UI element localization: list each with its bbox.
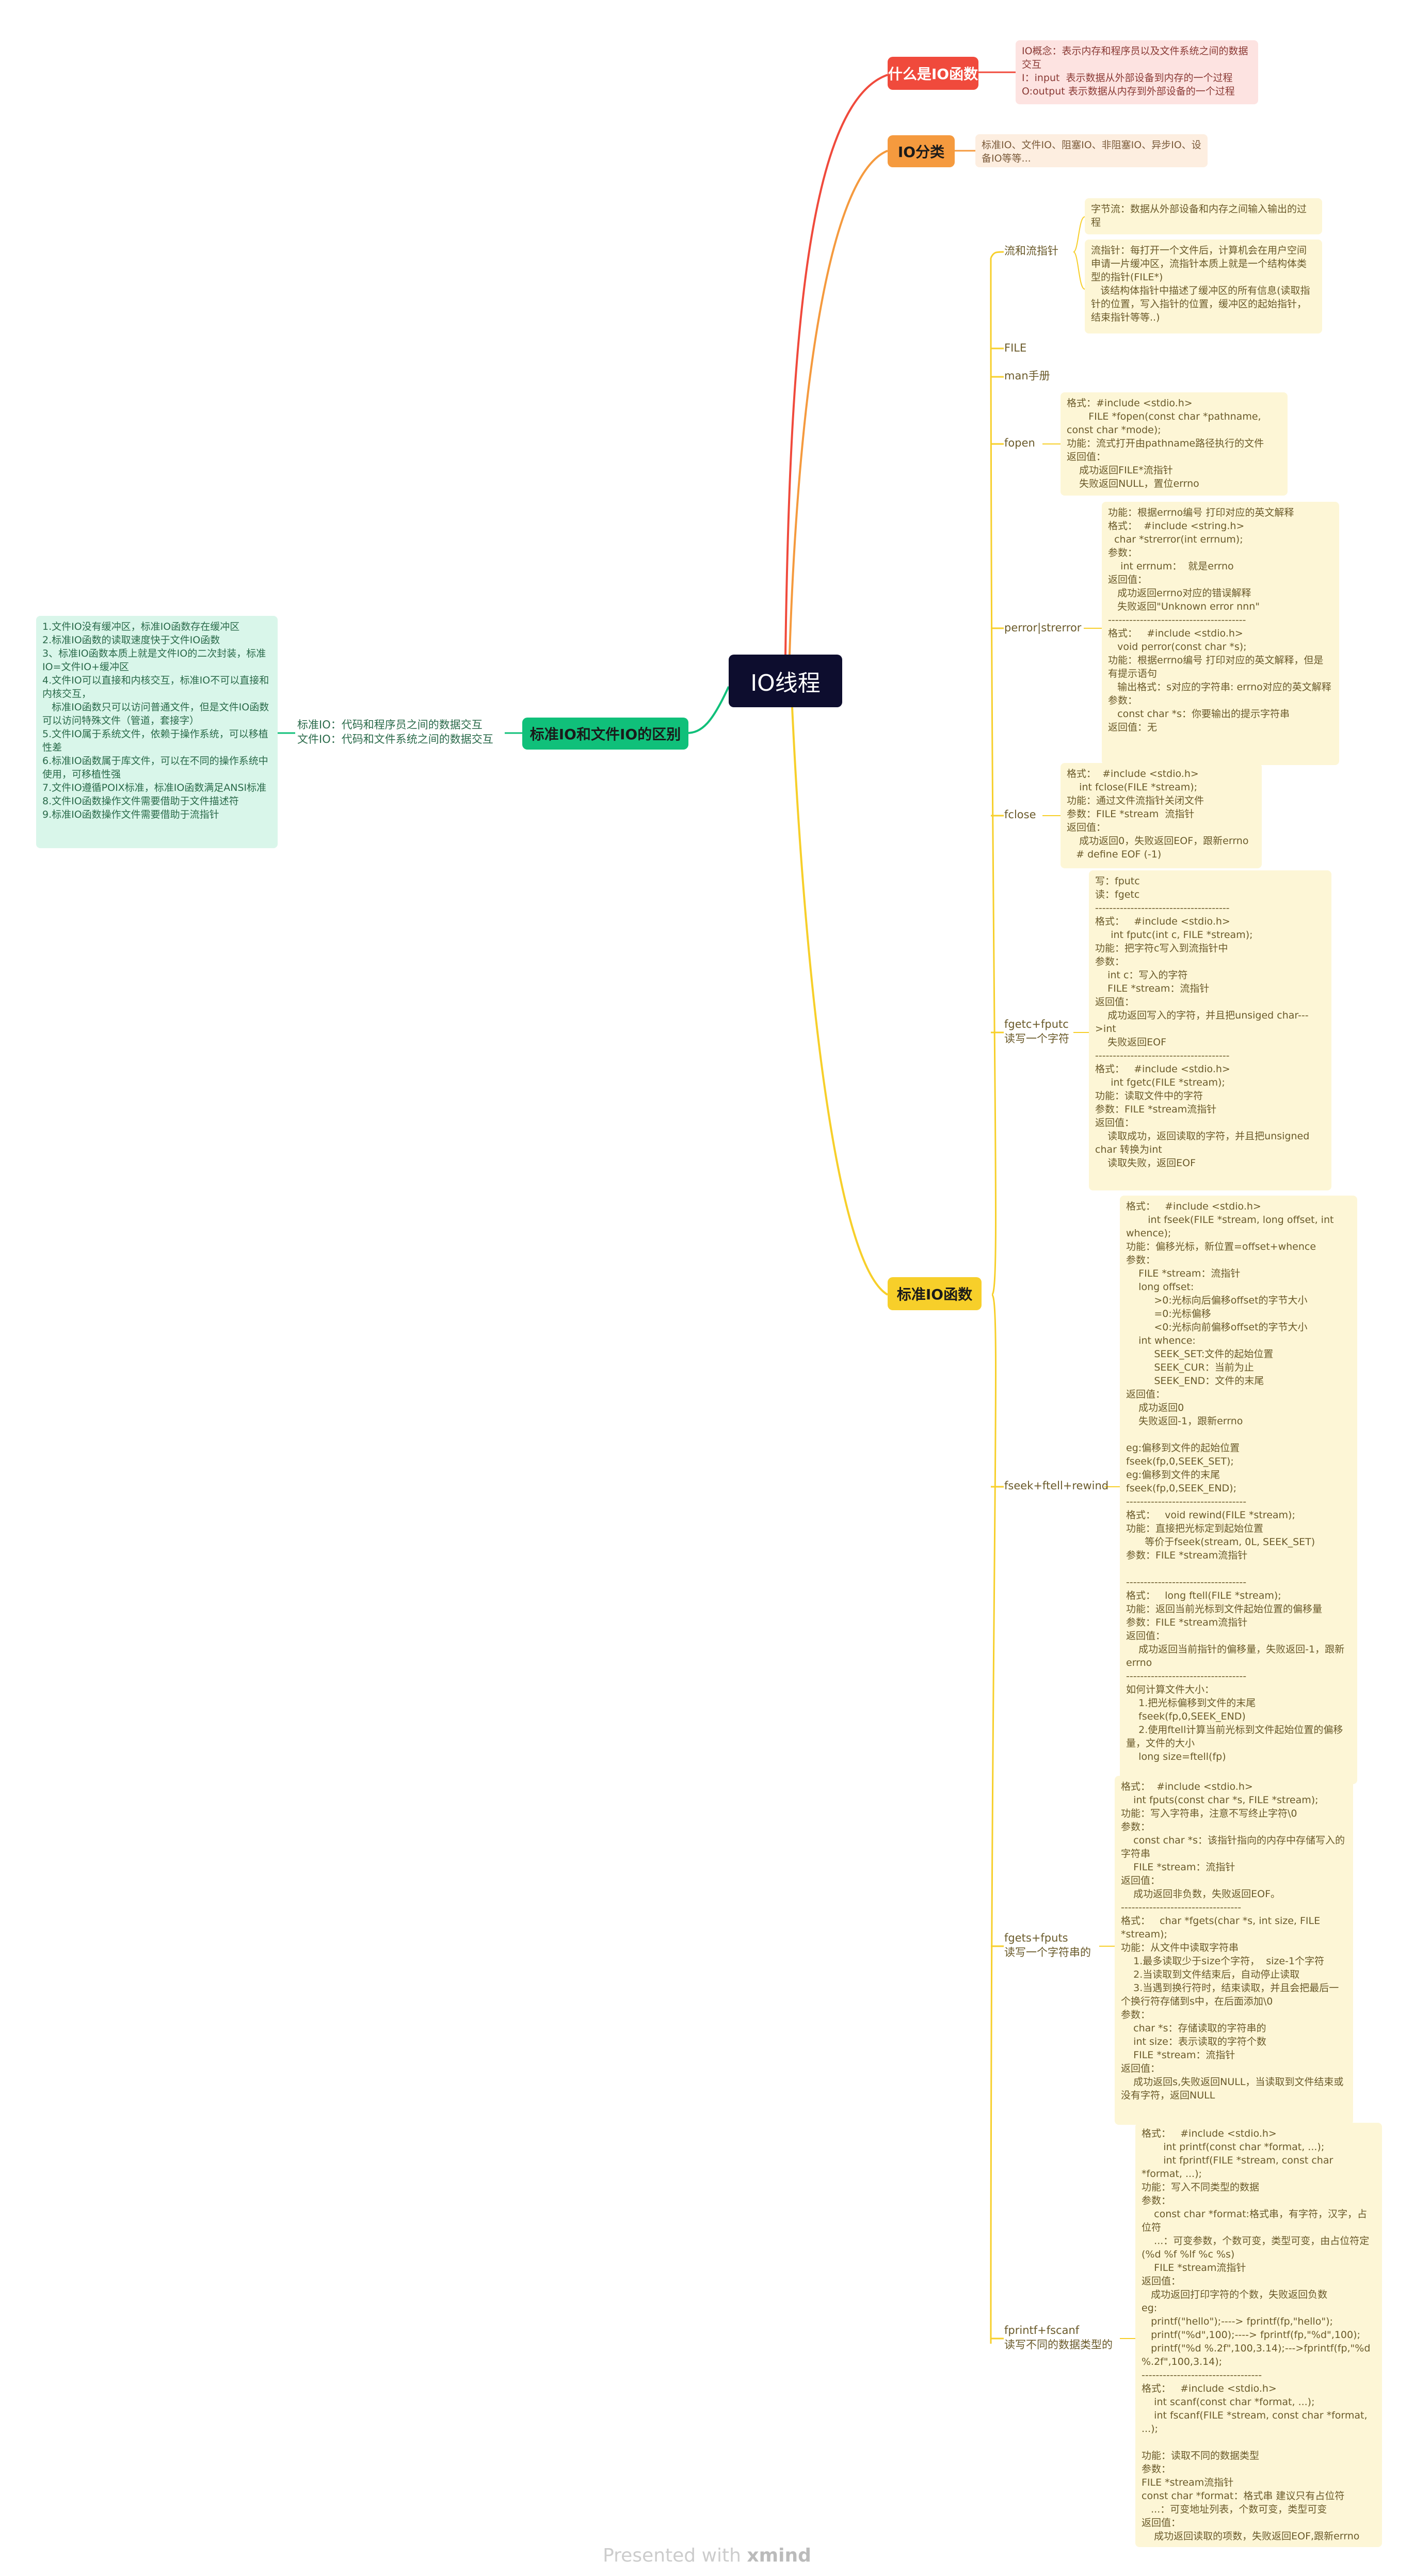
note-what-is-io: IO概念：表示内存和程序员以及文件系统之间的数据交互 I：input 表示数据从… bbox=[1016, 40, 1258, 104]
note-perror-strerror: 功能：根据errno编号 打印对应的英文解释 格式： #include <str… bbox=[1102, 502, 1339, 765]
diff-summary: 标准IO：代码和程序员之间的数据交互 文件IO：代码和文件系统之间的数据交互 bbox=[297, 719, 493, 745]
item-fclose[interactable]: fclose bbox=[1004, 808, 1036, 821]
note-fprintf-fscanf: 格式： #include <stdio.h> int printf(const … bbox=[1135, 2123, 1382, 2547]
item-fopen[interactable]: fopen bbox=[1004, 437, 1035, 449]
note-fseek-ftell-rewind: 格式： #include <stdio.h> int fseek(FILE *s… bbox=[1120, 1196, 1357, 1784]
note-fopen: 格式：#include <stdio.h> FILE *fopen(const … bbox=[1060, 392, 1288, 496]
item-fseek-ftell-rewind[interactable]: fseek+ftell+rewind bbox=[1004, 1480, 1109, 1492]
branch-io-category[interactable]: IO分类 bbox=[888, 135, 955, 167]
item-perror-strerror[interactable]: perror|strerror bbox=[1004, 622, 1082, 634]
branch-what-is-io[interactable]: 什么是IO函数 bbox=[888, 57, 978, 90]
item-file[interactable]: FILE bbox=[1004, 342, 1027, 354]
note-byte-stream: 字节流：数据从外部设备和内存之间输入输出的过程 bbox=[1085, 198, 1322, 234]
footer-prefix: Presented with bbox=[603, 2545, 741, 2566]
link-category bbox=[789, 150, 888, 655]
item-stream[interactable]: 流和流指针 bbox=[1004, 245, 1058, 257]
note-fgets-fputs: 格式： #include <stdio.h> int fputs(const c… bbox=[1115, 1776, 1353, 2125]
footer-watermark: Presented with xmind bbox=[0, 2545, 1414, 2566]
link-std bbox=[791, 707, 889, 1296]
branch-std-vs-file-io[interactable]: 标准IO和文件IO的区别 bbox=[522, 718, 688, 750]
link-diff bbox=[686, 686, 730, 734]
branch-std-io-functions[interactable]: 标准IO函数 bbox=[888, 1277, 982, 1310]
item-fgets-fputs[interactable]: fgets+fputs 读写一个字符串的 bbox=[1004, 1932, 1091, 1959]
note-fgetc-fputc: 写：fputc 读：fgetc ------------------------… bbox=[1089, 870, 1331, 1190]
link-what bbox=[784, 74, 888, 655]
item-man[interactable]: man手册 bbox=[1004, 370, 1050, 382]
note-io-category: 标准IO、文件IO、阻塞IO、非阻塞IO、异步IO、设备IO等等... bbox=[975, 134, 1208, 167]
item-fgetc-fputc[interactable]: fgetc+fputc 读写一个字符 bbox=[1004, 1018, 1069, 1045]
root-node[interactable]: IO线程 bbox=[729, 655, 842, 707]
item-fprintf-fscanf[interactable]: fprintf+fscanf 读写不同的数据类型的 bbox=[1004, 2324, 1113, 2351]
note-fclose: 格式： #include <stdio.h> int fclose(FILE *… bbox=[1060, 763, 1262, 868]
footer-brand: xmind bbox=[747, 2545, 811, 2566]
note-std-vs-file-io: 1.文件IO没有缓冲区，标准IO函数存在缓冲区 2.标准IO函数的读取速度快于文… bbox=[36, 616, 278, 848]
note-stream-pointer: 流指针：每打开一个文件后，计算机会在用户空间申请一片缓冲区，流指针本质上就是一个… bbox=[1085, 240, 1322, 333]
